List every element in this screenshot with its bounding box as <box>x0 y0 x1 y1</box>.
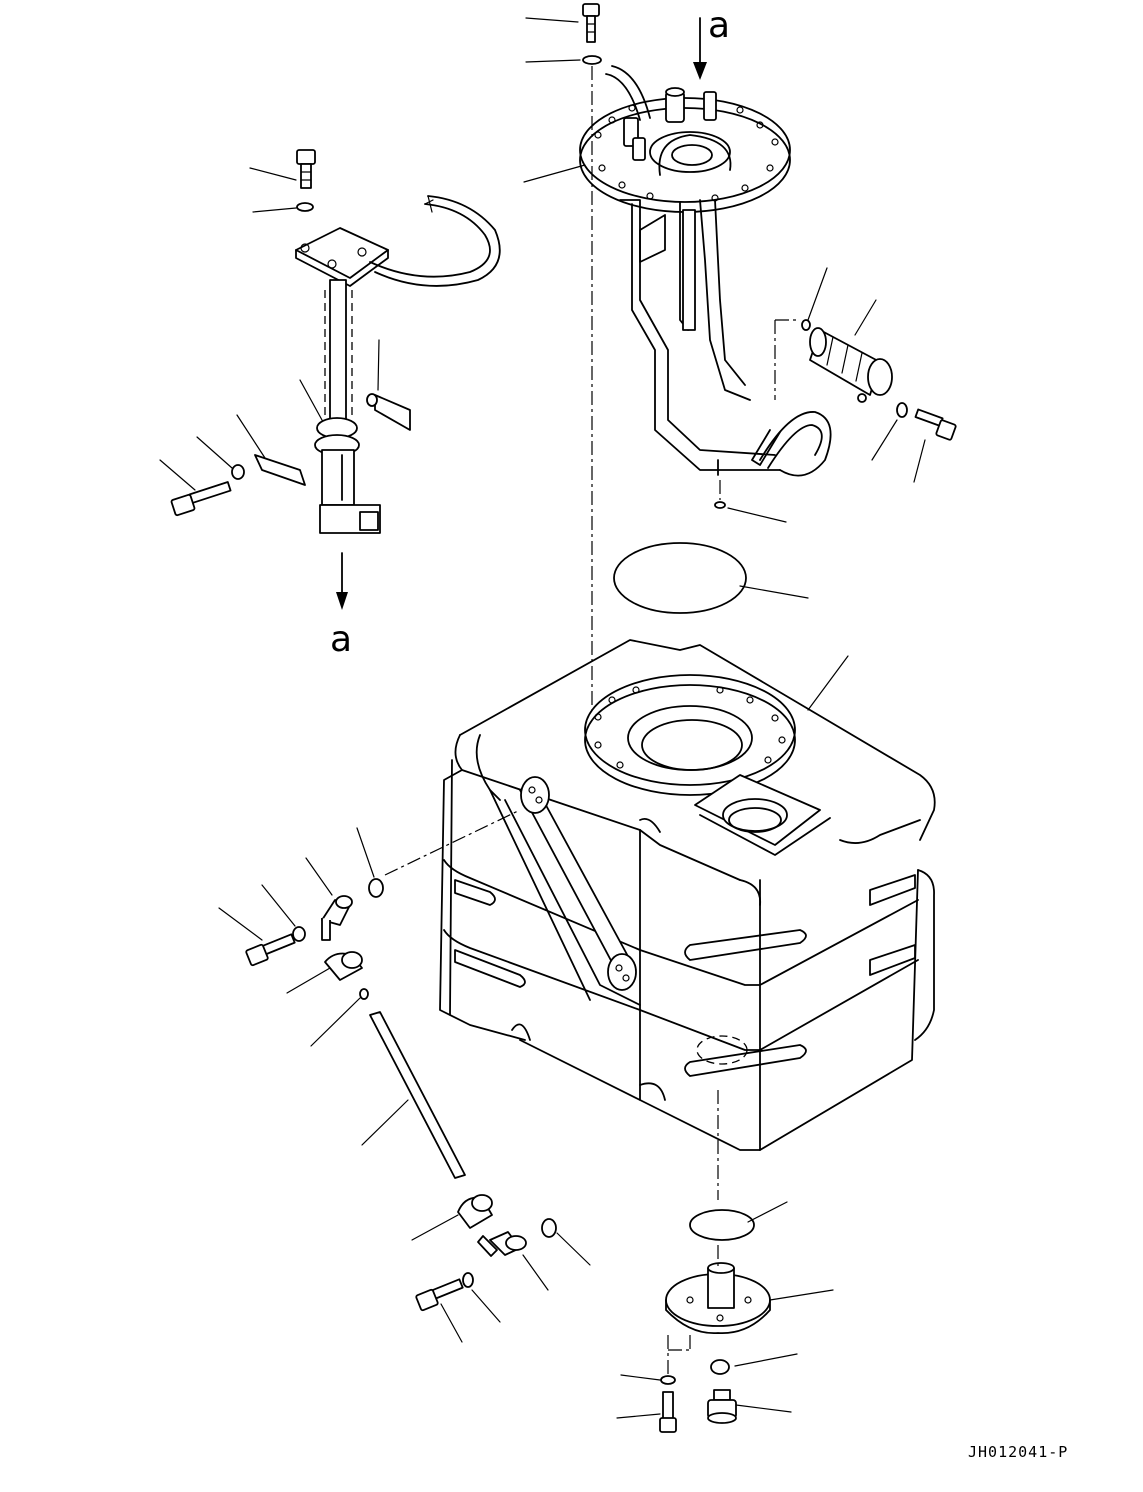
drain-gasket <box>690 1210 754 1240</box>
upper-elbow <box>322 896 352 940</box>
bottom-plug <box>715 502 725 508</box>
drain-assembly <box>660 1210 770 1432</box>
filter-bolt <box>915 409 956 440</box>
drain-bolt <box>660 1392 676 1432</box>
view-label-top: a <box>708 5 731 46</box>
drain-washer <box>661 1376 675 1384</box>
view-label-left: a <box>330 619 353 660</box>
sender-flange-assembly <box>580 4 956 508</box>
flange-gasket <box>614 543 746 613</box>
flange-bolt <box>583 4 599 42</box>
suction-filter <box>810 328 892 395</box>
lower-clamp <box>458 1195 492 1228</box>
flange-washer <box>583 56 601 64</box>
leader-lines <box>160 18 925 1418</box>
gauge-bracket-bolt <box>171 482 231 516</box>
drawing-code: JH012041-P <box>968 1443 1069 1461</box>
drain-plug <box>708 1390 736 1423</box>
flange-plate <box>580 98 790 202</box>
upper-clamp <box>325 952 362 980</box>
fuel-tank <box>440 640 935 1150</box>
sight-gauge-parts <box>246 879 556 1311</box>
gauge-bolt <box>297 150 315 188</box>
upper-bolt <box>246 934 295 965</box>
center-lines <box>385 66 800 1375</box>
lower-bolt <box>416 1279 463 1310</box>
gauge-washer <box>297 203 313 211</box>
lower-elbow <box>478 1232 526 1256</box>
level-gauge-assembly <box>171 150 500 610</box>
